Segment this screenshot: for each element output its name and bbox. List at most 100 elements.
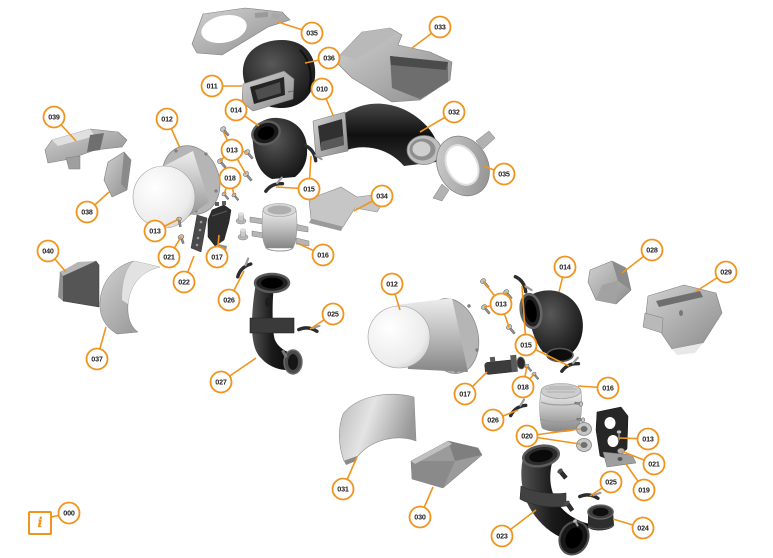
callout-037[interactable]: 037 <box>85 347 109 371</box>
callout-028[interactable]: 028 <box>640 238 664 262</box>
callout-013[interactable]: 013 <box>220 138 244 162</box>
callout-circle-031[interactable] <box>331 477 355 501</box>
callout-018[interactable]: 018 <box>511 375 535 399</box>
callout-013[interactable]: 013 <box>636 427 660 451</box>
callout-021[interactable]: 021 <box>157 245 181 269</box>
callout-circle-021[interactable] <box>642 452 666 476</box>
callout-011[interactable]: 011 <box>200 74 224 98</box>
callout-circle-012[interactable] <box>155 107 179 131</box>
callout-circle-026[interactable] <box>481 408 505 432</box>
callout-014[interactable]: 014 <box>553 255 577 279</box>
callout-024[interactable]: 024 <box>631 516 655 540</box>
callout-circle-036[interactable] <box>317 46 341 70</box>
callout-016[interactable]: 016 <box>311 243 335 267</box>
callout-019[interactable]: 019 <box>632 478 656 502</box>
callout-circle-018[interactable] <box>218 166 242 190</box>
callout-026[interactable]: 026 <box>481 408 505 432</box>
callout-010[interactable]: 010 <box>310 77 334 101</box>
callout-circle-015[interactable] <box>514 333 538 357</box>
callout-circle-038[interactable] <box>75 200 99 224</box>
callout-circle-017[interactable] <box>205 245 229 269</box>
callout-036[interactable]: 036 <box>317 46 341 70</box>
callout-label-013: 013 <box>642 435 654 444</box>
callout-012[interactable]: 012 <box>155 107 179 131</box>
part-half-pipe <box>99 260 161 335</box>
callout-circle-027[interactable] <box>209 370 233 394</box>
callout-029[interactable]: 029 <box>714 260 738 284</box>
callout-circle-013[interactable] <box>636 427 660 451</box>
callout-circle-000[interactable] <box>57 501 81 525</box>
callout-circle-020[interactable] <box>515 424 539 448</box>
callout-014[interactable]: 014 <box>224 98 248 122</box>
callout-015[interactable]: 015 <box>514 333 538 357</box>
callout-circle-028[interactable] <box>640 238 664 262</box>
callout-circle-023[interactable] <box>490 524 514 548</box>
callout-017[interactable]: 017 <box>205 245 229 269</box>
callout-circle-012[interactable] <box>380 272 404 296</box>
callout-040[interactable]: 040 <box>36 239 60 263</box>
callout-035[interactable]: 035 <box>492 162 516 186</box>
callout-021[interactable]: 021 <box>642 452 666 476</box>
callout-039[interactable]: 039 <box>42 105 66 129</box>
callout-circle-013[interactable] <box>489 292 513 316</box>
callout-circle-035[interactable] <box>492 162 516 186</box>
callout-circle-022[interactable] <box>172 270 196 294</box>
callout-circle-040[interactable] <box>36 239 60 263</box>
callout-circle-018[interactable] <box>511 375 535 399</box>
callout-circle-030[interactable] <box>408 505 432 529</box>
callout-026[interactable]: 026 <box>217 288 241 312</box>
callout-030[interactable]: 030 <box>408 505 432 529</box>
callout-000[interactable]: 000 <box>57 501 81 525</box>
callout-031[interactable]: 031 <box>331 477 355 501</box>
part-strap-bracket <box>190 214 208 253</box>
callout-013[interactable]: 013 <box>143 219 167 243</box>
callout-034[interactable]: 034 <box>370 184 394 208</box>
callout-circle-029[interactable] <box>714 260 738 284</box>
callout-circle-014[interactable] <box>224 98 248 122</box>
part-block-wedge-right <box>587 260 632 305</box>
callout-025[interactable]: 025 <box>321 302 345 326</box>
callout-circle-016[interactable] <box>596 376 620 400</box>
callout-circle-017[interactable] <box>453 382 477 406</box>
callout-circle-014[interactable] <box>553 255 577 279</box>
callout-033[interactable]: 033 <box>428 15 452 39</box>
callout-circle-021[interactable] <box>157 245 181 269</box>
callout-circle-016[interactable] <box>311 243 335 267</box>
callout-circle-010[interactable] <box>310 77 334 101</box>
callout-circle-024[interactable] <box>631 516 655 540</box>
callout-circle-015[interactable] <box>297 177 321 201</box>
callout-032[interactable]: 032 <box>442 100 466 124</box>
callout-circle-034[interactable] <box>370 184 394 208</box>
callout-circle-011[interactable] <box>200 74 224 98</box>
callout-027[interactable]: 027 <box>209 370 233 394</box>
callout-circle-013[interactable] <box>143 219 167 243</box>
info-icon[interactable]: i <box>28 511 52 535</box>
callout-circle-025[interactable] <box>599 470 623 494</box>
callout-circle-032[interactable] <box>442 100 466 124</box>
part-filter-housing-left <box>132 145 221 229</box>
callout-circle-039[interactable] <box>42 105 66 129</box>
callout-label-012: 012 <box>386 280 398 289</box>
callout-022[interactable]: 022 <box>172 270 196 294</box>
callout-circle-035[interactable] <box>300 21 324 45</box>
callout-013[interactable]: 013 <box>489 292 513 316</box>
callout-circle-025[interactable] <box>321 302 345 326</box>
callout-012[interactable]: 012 <box>380 272 404 296</box>
clamp-icon <box>513 274 533 294</box>
callout-025[interactable]: 025 <box>599 470 623 494</box>
callout-circle-019[interactable] <box>632 478 656 502</box>
callout-023[interactable]: 023 <box>490 524 514 548</box>
callout-017[interactable]: 017 <box>453 382 477 406</box>
callout-label-017: 017 <box>459 390 471 399</box>
callout-035[interactable]: 035 <box>300 21 324 45</box>
callout-038[interactable]: 038 <box>75 200 99 224</box>
callout-label-033: 033 <box>434 23 446 32</box>
callout-circle-026[interactable] <box>217 288 241 312</box>
callout-020[interactable]: 020 <box>515 424 539 448</box>
callout-circle-033[interactable] <box>428 15 452 39</box>
callout-018[interactable]: 018 <box>218 166 242 190</box>
callout-015[interactable]: 015 <box>297 177 321 201</box>
callout-circle-037[interactable] <box>85 347 109 371</box>
callout-016[interactable]: 016 <box>596 376 620 400</box>
callout-circle-013[interactable] <box>220 138 244 162</box>
